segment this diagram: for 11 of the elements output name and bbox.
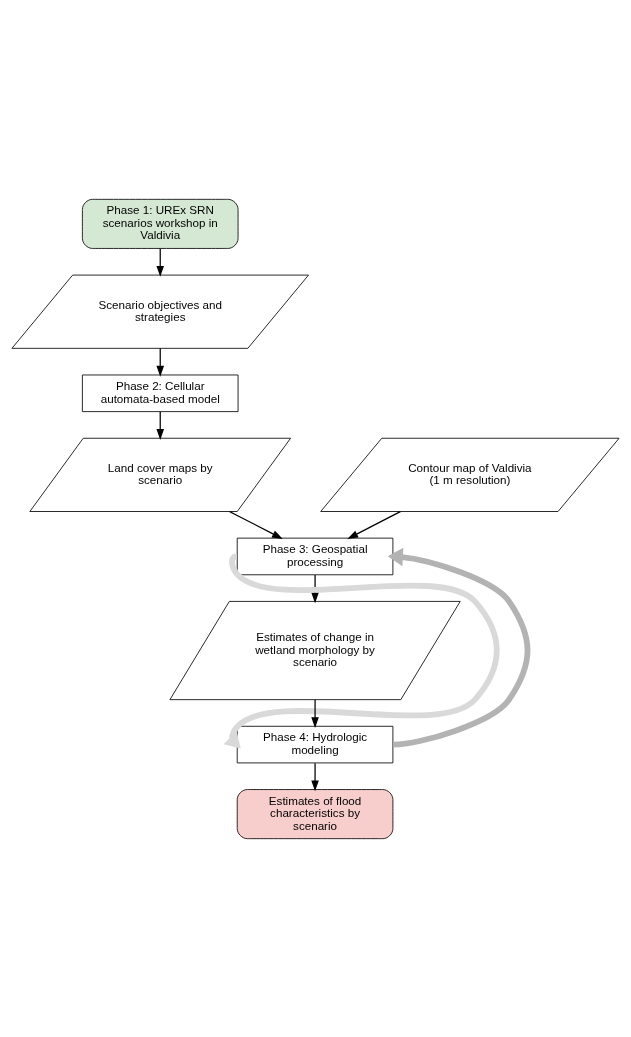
node-box: Phase 4: Hydrologic modeling xyxy=(236,725,394,763)
arrow xyxy=(347,510,402,539)
node-box: Estimates of flood characteristics by scenario xyxy=(236,788,394,839)
arrow xyxy=(223,553,500,749)
node-box: Phase 2: Cellular automata-based model xyxy=(81,374,239,412)
arrow xyxy=(229,510,283,539)
node-box: Phase 3: Geospatial processing xyxy=(236,537,394,575)
arrow xyxy=(311,698,319,728)
arrow xyxy=(311,762,319,791)
arrow xyxy=(387,547,531,747)
node-box: Phase 1: UREx SRN scenarios workshop in Valdivia xyxy=(81,198,239,249)
